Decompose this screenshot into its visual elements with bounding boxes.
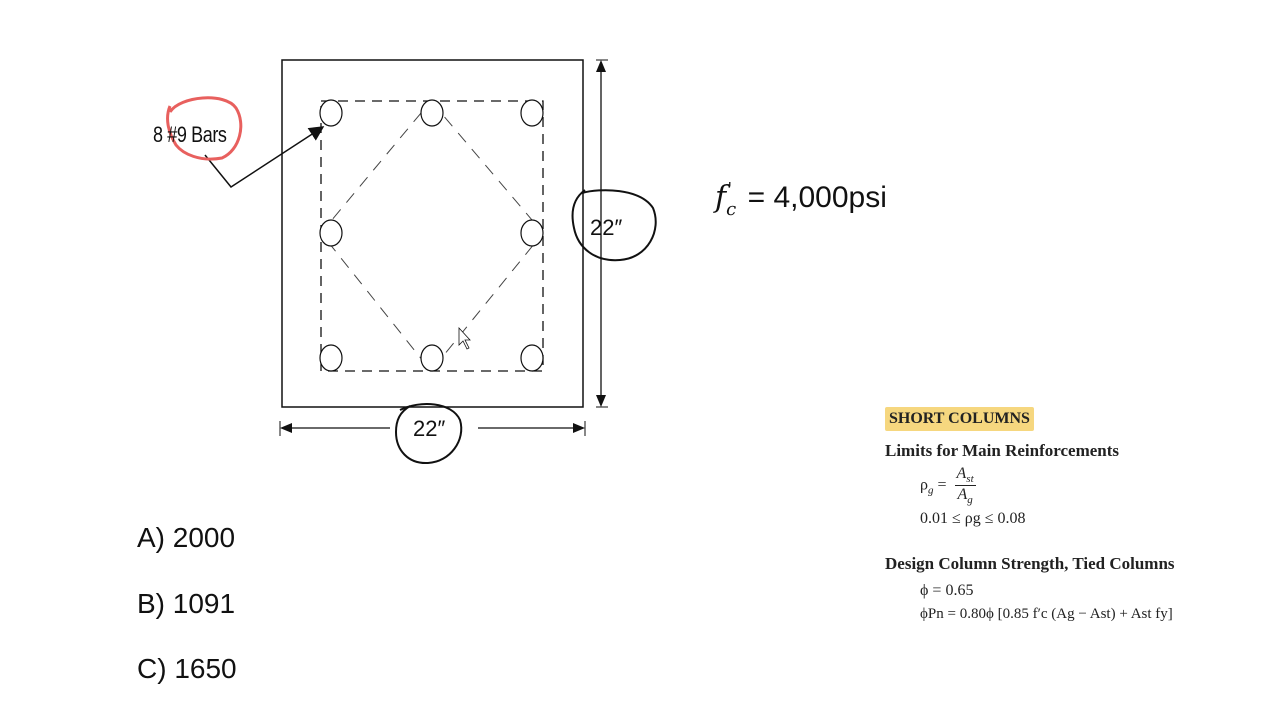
fc-subscript: c (726, 199, 737, 220)
concrete-strength-label: fc ' = 4,000psi (715, 180, 887, 220)
rebars (319, 99, 544, 372)
limits-heading: Limits for Main Reinforcements (885, 441, 1120, 460)
bottom-dim-circle (394, 403, 463, 465)
rebar (319, 344, 343, 372)
width-dimension-label: 22″ (413, 416, 446, 441)
rho-fraction: Ast Ag (954, 465, 976, 507)
rebar (420, 99, 444, 127)
height-arrow-bottom (596, 395, 606, 407)
fc-value: = 4,000psi (739, 181, 887, 214)
rebar (420, 344, 444, 372)
rho-equation: ρg = Ast Ag (920, 465, 976, 507)
choice-b[interactable]: B) 1091 (137, 588, 236, 619)
mouse-cursor-icon (458, 326, 471, 350)
bars-leader-arrow (204, 126, 325, 188)
width-arrow-left (280, 423, 292, 433)
tie-diamond (320, 100, 544, 372)
tie-rectangle (320, 100, 544, 372)
column-cross-section-diagram (166, 59, 657, 465)
design-heading: Design Column Strength, Tied Columns (885, 554, 1175, 574)
fc-prime: ' (728, 180, 732, 197)
reference-title: SHORT COLUMNS (885, 407, 1034, 431)
rebar (520, 219, 544, 247)
width-arrow-right (573, 423, 585, 433)
red-annotation-circle (166, 96, 243, 161)
height-dimension-label: 22″ (590, 215, 623, 240)
rebar (319, 99, 343, 127)
rebar (319, 219, 343, 247)
choice-c[interactable]: C) 1650 (137, 653, 237, 684)
phipn-equation: ϕPn = 0.80ϕ [0.85 f′c (Ag − Ast) + Ast f… (920, 606, 1173, 623)
fc-symbol: f (715, 180, 727, 215)
phi-equation: ϕ = 0.65 (920, 582, 974, 600)
rebar (520, 344, 544, 372)
rebar (520, 99, 544, 127)
bars-label: 8 #9 Bars (153, 122, 227, 147)
choice-a[interactable]: A) 2000 (137, 522, 236, 553)
height-arrow-top (596, 60, 606, 72)
limits-equation: 0.01 ≤ ρg ≤ 0.08 (920, 510, 1026, 528)
column-outline (281, 59, 584, 408)
reference-panel: SHORT COLUMNS Limits for Main Reinforcem… (885, 407, 1265, 623)
right-dim-circle (571, 189, 657, 262)
